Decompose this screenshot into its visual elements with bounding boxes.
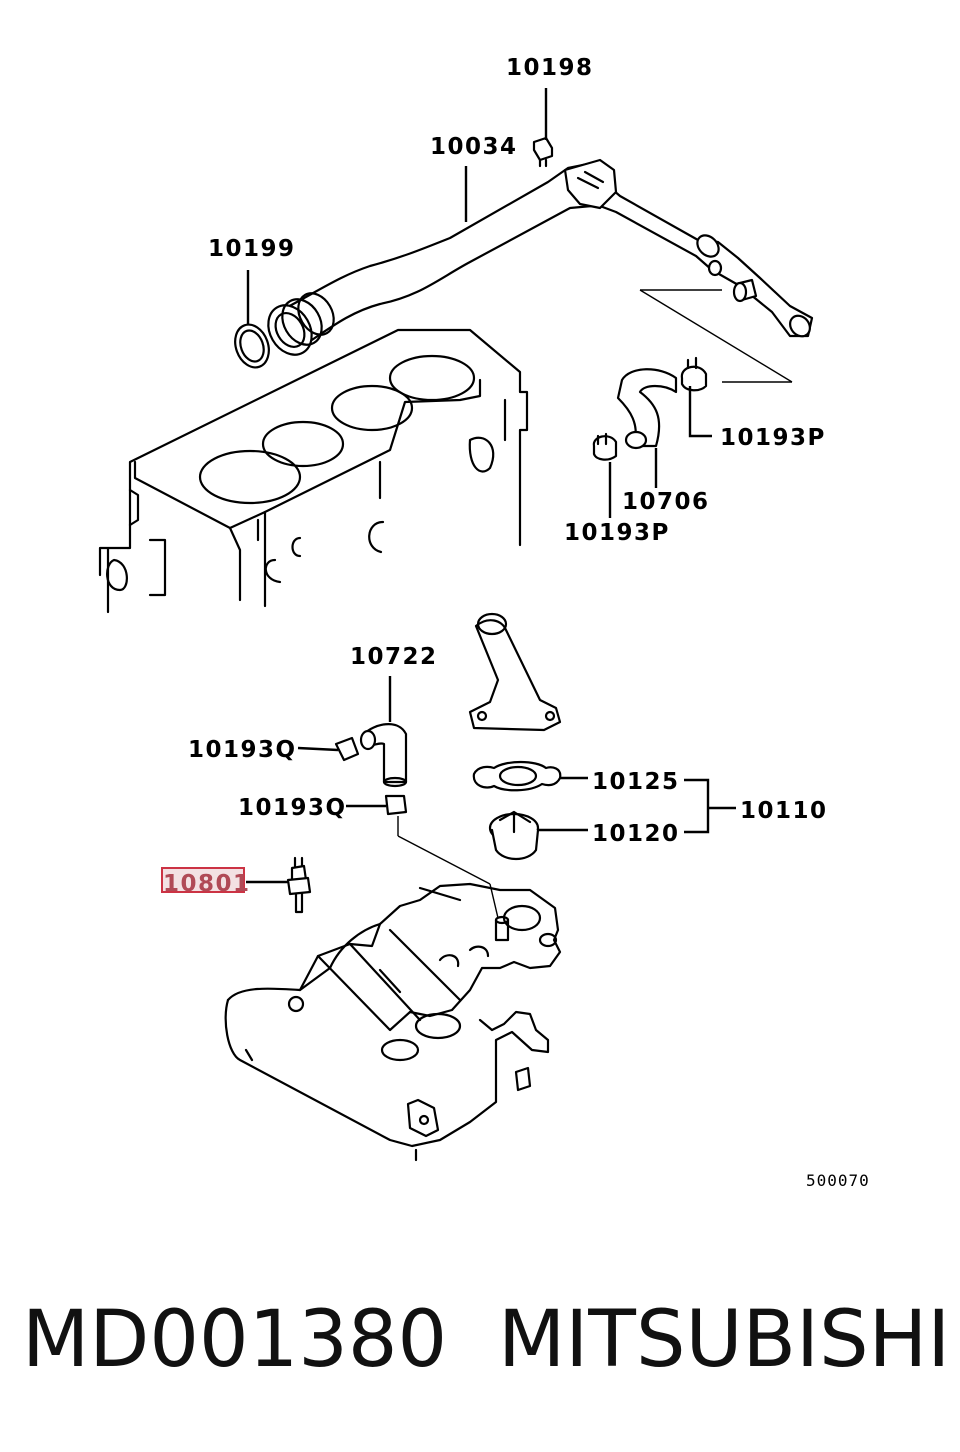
brand-name: MITSUBISHI [498,1295,951,1385]
hose-10722 [359,723,408,788]
part-number: MD001380 [22,1295,448,1385]
thermostat-10120 [488,810,540,861]
callout-10722: 10722 [350,644,438,670]
clamp-10193q-upper [334,736,360,762]
callout-10125: 10125 [592,769,680,795]
callout-10801: 10801 [163,871,251,897]
water-pipe-assembly [267,158,814,356]
callout-10034: 10034 [430,134,518,160]
callout-labels: 10198 10034 10199 10193P 10706 10193P 10… [163,55,870,1190]
highlight-box-10801 [161,867,245,893]
footer-caption: MD001380 MITSUBISHI [0,1280,960,1400]
intake-manifold-drawing [224,882,562,1162]
parts-diagram: 10198 10034 10199 10193P 10706 10193P 10… [98,55,870,1190]
callout-10193q-lower: 10193Q [238,795,347,821]
callout-10120: 10120 [592,821,680,847]
water-outlet-fitting [468,612,562,732]
hose-10706 [592,356,708,461]
diagram-reference-code: 500070 [806,1171,870,1190]
callout-10198: 10198 [506,55,594,81]
gasket-10125 [472,760,562,792]
sensor-10801 [286,856,312,914]
clamp-10193q-lower [384,794,408,816]
callout-10199: 10199 [208,236,296,262]
callout-10193p-right: 10193P [720,425,826,451]
callout-10193q-upper: 10193Q [188,737,297,763]
bolt-10198 [532,136,554,168]
o-ring-10199 [234,323,270,369]
engine-block-drawing [98,328,529,614]
leader-lines [246,88,793,919]
callout-10110: 10110 [740,798,828,824]
callout-10193p-lower: 10193P [564,520,670,546]
callout-10706: 10706 [622,489,710,515]
